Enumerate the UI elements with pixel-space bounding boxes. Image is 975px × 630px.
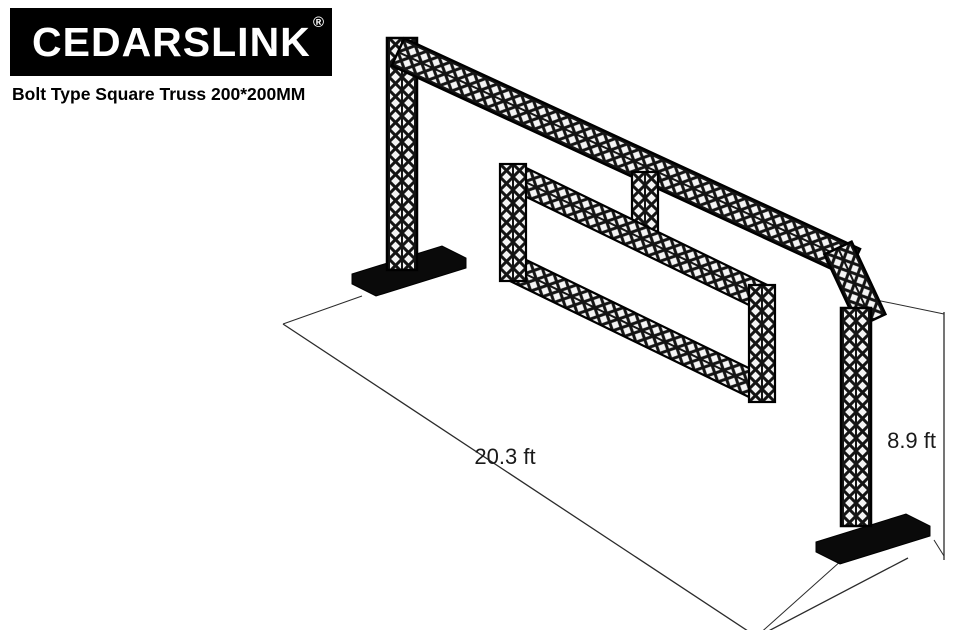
ring-right-post	[747, 283, 777, 404]
brand-logo: CEDARSLINK ®	[10, 8, 332, 76]
ring-left-post	[498, 162, 528, 283]
right-base-plate	[815, 513, 931, 565]
left-upright-truss	[385, 36, 419, 272]
right-upright-truss	[839, 306, 873, 528]
inner-ring-truss	[498, 162, 777, 404]
width-dimension-line	[282, 323, 748, 630]
width-dimension-label: 20.3 ft	[474, 444, 535, 469]
registered-trademark-icon: ®	[312, 14, 324, 31]
depth-ground-line	[768, 557, 909, 630]
brand-name: CEDARSLINK	[32, 18, 311, 65]
truss-structure	[385, 36, 888, 528]
dimension-lines	[282, 295, 945, 630]
product-subtitle: Bolt Type Square Truss 200*200MM	[12, 84, 306, 104]
height-dimension-label: 8.9 ft	[887, 428, 936, 453]
